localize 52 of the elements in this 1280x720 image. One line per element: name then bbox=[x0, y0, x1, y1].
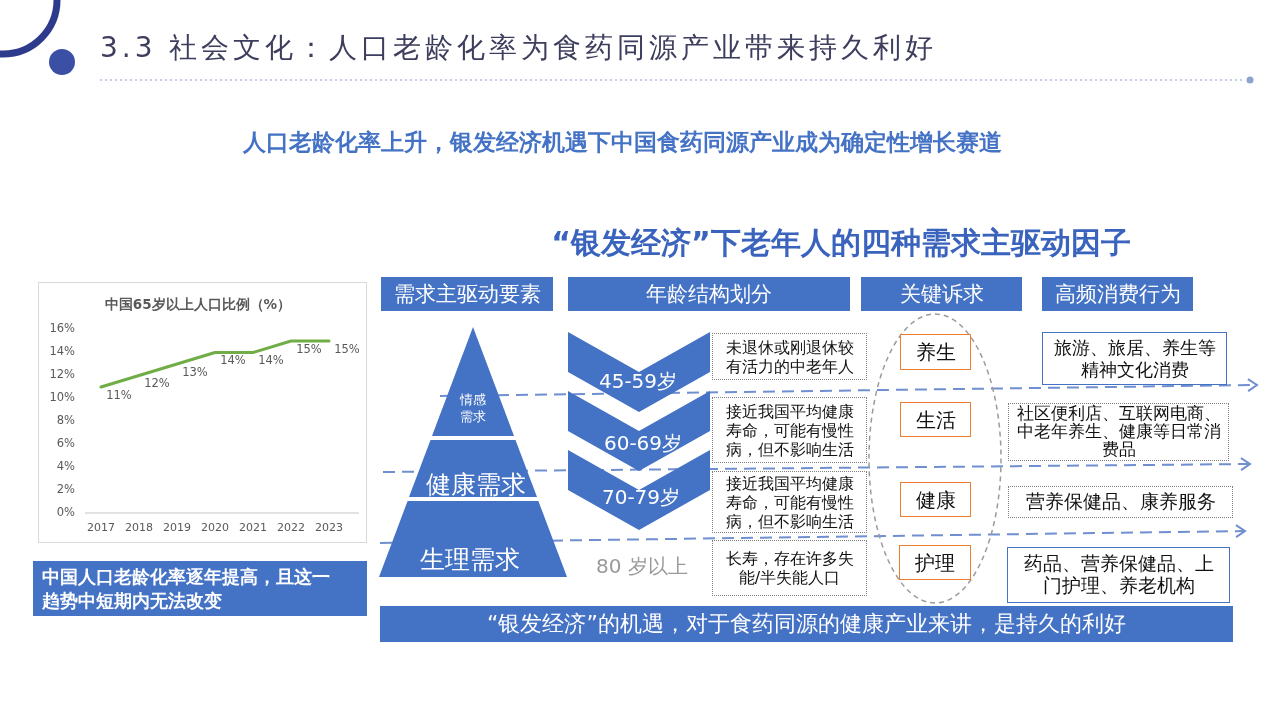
subtitle: 人口老龄化率上升，银发经济机遇下中国食药同源产业成为确定性增长赛道 bbox=[242, 129, 1002, 157]
data-label: 14% bbox=[220, 354, 246, 368]
keyword-box: 护理 bbox=[899, 545, 971, 580]
tick-label: 2019 bbox=[163, 521, 191, 535]
summary-box: 中国人口老龄化率逐年提高，且这一趋势中短期内无法改变 bbox=[33, 561, 367, 616]
column-header: 关键诉求 bbox=[861, 277, 1022, 311]
chevron-shape: 60-69岁 bbox=[568, 391, 710, 471]
data-label: 12% bbox=[144, 377, 170, 391]
tick-label: 10% bbox=[49, 391, 75, 405]
description-box: 接近我国平均健康寿命，可能有慢性病，但不影响生活 bbox=[712, 397, 867, 463]
consumption-box: 旅游、旅居、养生等精神文化消费 bbox=[1042, 332, 1227, 385]
pyramid-level: 生理需求 bbox=[379, 501, 567, 577]
description-box: 未退休或刚退休较有活力的中老年人 bbox=[712, 333, 867, 380]
consumption-box: 营养保健品、康养服务 bbox=[1008, 486, 1233, 518]
chevron-shape: 45-59岁 bbox=[568, 332, 710, 412]
data-label: 15% bbox=[334, 342, 360, 357]
data-label: 14% bbox=[258, 354, 284, 368]
chart-title: 中国65岁以上人口比例（%） bbox=[104, 295, 292, 313]
keyword-box: 健康 bbox=[900, 482, 971, 517]
data-label: 11% bbox=[106, 388, 132, 403]
tick-label: 8% bbox=[56, 414, 75, 428]
page-title: 3.3 社会文化：人口老龄化率为食药同源产业带来持久利好 bbox=[100, 30, 938, 66]
tick-label: 2022 bbox=[277, 521, 305, 535]
tick-label: 2018 bbox=[125, 521, 153, 535]
keyword-box: 养生 bbox=[900, 334, 971, 370]
banner: “银发经济”的机遇，对于食药同源的健康产业来讲，是持久的利好 bbox=[380, 606, 1233, 642]
tick-label: 12% bbox=[49, 368, 75, 382]
data-label: 13% bbox=[182, 365, 208, 380]
tick-label: 2017 bbox=[87, 521, 115, 535]
tick-label: 16% bbox=[49, 322, 75, 336]
description-box: 长寿，存在许多失能/半失能人口 bbox=[712, 540, 867, 596]
tick-label: 4% bbox=[56, 460, 75, 474]
consumption-box: 社区便利店、互联网电商、中老年养生、健康等日常消费品 bbox=[1008, 403, 1229, 461]
column-header: 需求主驱动要素 bbox=[381, 277, 553, 311]
tick-label: 6% bbox=[56, 437, 75, 451]
pyramid-level: 情感需求 bbox=[432, 327, 514, 436]
tick-label: 2021 bbox=[239, 521, 267, 535]
description-box: 接近我国平均健康寿命，可能有慢性病，但不影响生活 bbox=[712, 471, 867, 533]
keyword-box: 生活 bbox=[900, 402, 971, 437]
consumption-box: 药品、营养保健品、上门护理、养老机构 bbox=[1007, 547, 1230, 603]
tick-label: 14% bbox=[49, 345, 75, 359]
dashed-ellipse bbox=[868, 313, 1002, 604]
age-label: 80 岁以上 bbox=[596, 554, 688, 578]
tick-label: 2% bbox=[56, 483, 75, 497]
column-header: 高频消费行为 bbox=[1042, 277, 1193, 311]
tick-label: 0% bbox=[56, 506, 75, 520]
heading: “银发经济”下老年人的四种需求主驱动因子 bbox=[551, 225, 1131, 261]
column-header: 年龄结构划分 bbox=[568, 277, 850, 311]
tick-label: 2020 bbox=[201, 521, 229, 535]
data-label: 15% bbox=[296, 342, 322, 357]
tick-label: 2023 bbox=[315, 521, 343, 535]
pyramid-level: 健康需求 bbox=[409, 440, 537, 497]
